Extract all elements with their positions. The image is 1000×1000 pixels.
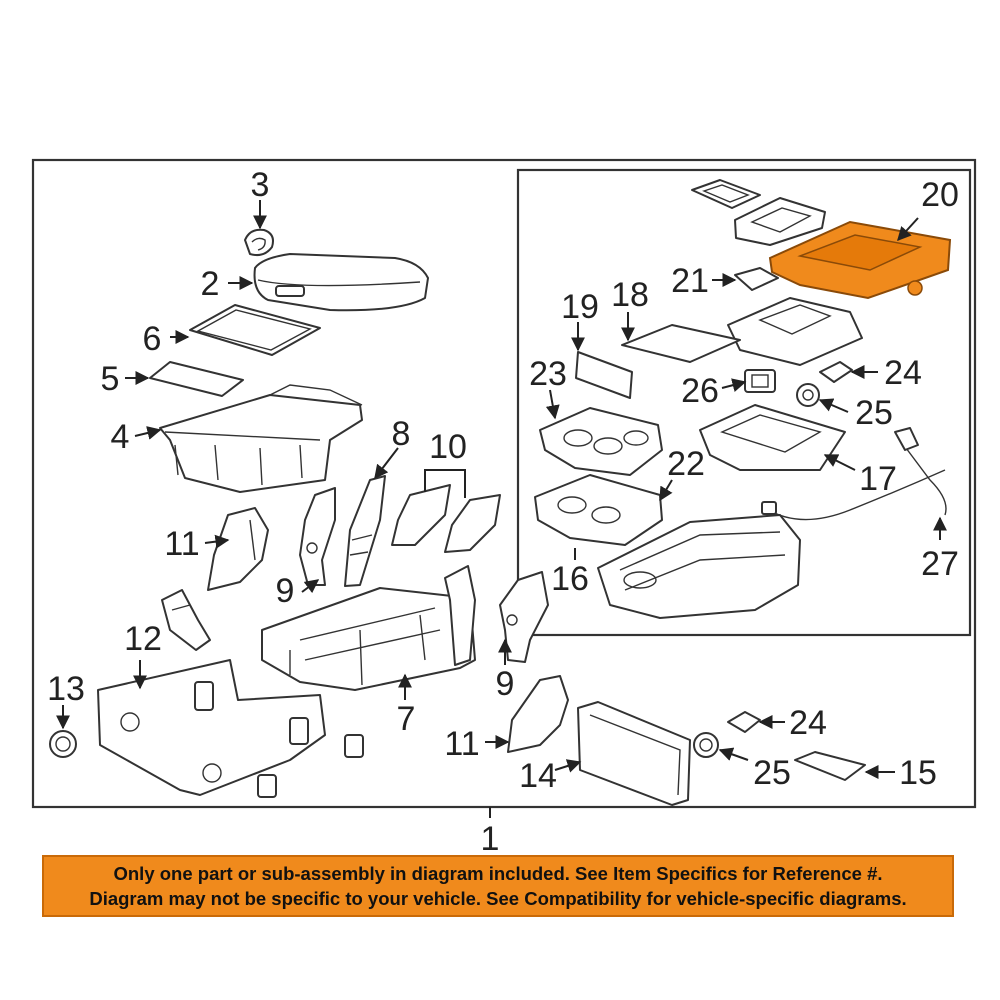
part-16-console-base xyxy=(597,514,801,619)
part-18-mat xyxy=(621,324,741,363)
part-9-upper-hinge xyxy=(299,487,336,586)
part-24-lower-connector xyxy=(727,711,761,733)
callout-22: 22 xyxy=(667,445,705,483)
part-10-brackets xyxy=(391,484,501,553)
callout-12: 12 xyxy=(124,620,162,658)
callout-8: 8 xyxy=(392,415,411,453)
leader-4 xyxy=(134,426,162,440)
callout-6: 6 xyxy=(143,320,162,358)
callout-21: 21 xyxy=(671,262,709,300)
callout-14: 14 xyxy=(519,757,557,795)
part-17-bin xyxy=(699,404,846,471)
part-lid-frame xyxy=(734,197,826,246)
leader-10 xyxy=(424,469,466,498)
part-14-side-panel xyxy=(577,701,691,806)
leader-9a xyxy=(301,579,320,594)
callout-7: 7 xyxy=(397,700,416,738)
callout-10: 10 xyxy=(429,428,467,466)
part-15-tray xyxy=(794,751,866,781)
callout-25-upper: 25 xyxy=(855,394,893,432)
leader-11a xyxy=(204,534,230,549)
part-12-console-housing xyxy=(97,659,364,798)
part-2-armrest-lid xyxy=(253,253,429,312)
leader-26 xyxy=(721,378,747,392)
part-25-upper-outlet xyxy=(796,383,820,407)
part-9-lower-hinge xyxy=(499,571,549,663)
callout-19: 19 xyxy=(561,288,599,326)
part-26-switch xyxy=(744,369,776,393)
callout-24-upper: 24 xyxy=(884,354,922,392)
callout-9-upper: 9 xyxy=(276,572,295,610)
part-6-pad xyxy=(189,304,321,356)
callout-9-lower: 9 xyxy=(496,665,515,703)
part-3-clip xyxy=(244,228,274,257)
notice-banner: Only one part or sub-assembly in diagram… xyxy=(42,855,954,917)
part-7-seat-frame xyxy=(261,565,476,691)
callout-13: 13 xyxy=(47,670,85,708)
callout-4: 4 xyxy=(111,418,130,456)
callout-17: 17 xyxy=(859,460,897,498)
subassembly-frame xyxy=(516,168,972,637)
part-12-bracket xyxy=(161,589,211,651)
callout-11-upper: 11 xyxy=(164,525,199,563)
part-5-mat xyxy=(149,361,244,397)
leader-23 xyxy=(545,389,560,420)
callout-5: 5 xyxy=(101,360,120,398)
callout-27: 27 xyxy=(921,545,959,583)
part-24-upper-connector xyxy=(819,361,853,383)
leader-25b xyxy=(718,747,749,761)
part-mounting-plate xyxy=(727,297,863,366)
leader-8 xyxy=(374,447,399,480)
leader-25a xyxy=(818,398,849,413)
part-21-latch xyxy=(734,267,779,291)
leader-20 xyxy=(897,217,919,242)
callout-2: 2 xyxy=(201,265,220,303)
part-lid-trim xyxy=(691,179,761,209)
part-11-upper-panel xyxy=(207,507,269,591)
part-4-storage-bin xyxy=(159,384,363,493)
notice-line-2: Diagram may not be specific to your vehi… xyxy=(89,888,907,909)
part-25-lower-outlet xyxy=(693,732,719,758)
leader-22 xyxy=(659,479,673,502)
part-27-wire-harness xyxy=(761,427,947,521)
leader-14 xyxy=(554,759,582,773)
main-frame xyxy=(31,158,977,809)
callout-1: 1 xyxy=(481,820,500,858)
callout-23: 23 xyxy=(529,355,567,393)
callout-16: 16 xyxy=(551,560,589,598)
part-23-cupholder-tray xyxy=(539,407,663,476)
part-13-plug xyxy=(49,730,77,758)
callout-18: 18 xyxy=(611,276,649,314)
part-22-cupholder-tray xyxy=(534,474,663,546)
part-19-panel xyxy=(575,351,633,399)
callout-24-lower: 24 xyxy=(789,704,827,742)
notice-line-1: Only one part or sub-assembly in diagram… xyxy=(113,863,883,884)
leader-17 xyxy=(823,454,856,471)
callout-11-lower: 11 xyxy=(444,725,479,763)
callout-20: 20 xyxy=(921,176,959,214)
part-8-bracket xyxy=(344,475,386,587)
callout-25-lower: 25 xyxy=(753,754,791,792)
callout-15: 15 xyxy=(899,754,937,792)
callout-26: 26 xyxy=(681,372,719,410)
part-11-lower-panel xyxy=(507,675,569,753)
callout-3: 3 xyxy=(251,166,270,204)
